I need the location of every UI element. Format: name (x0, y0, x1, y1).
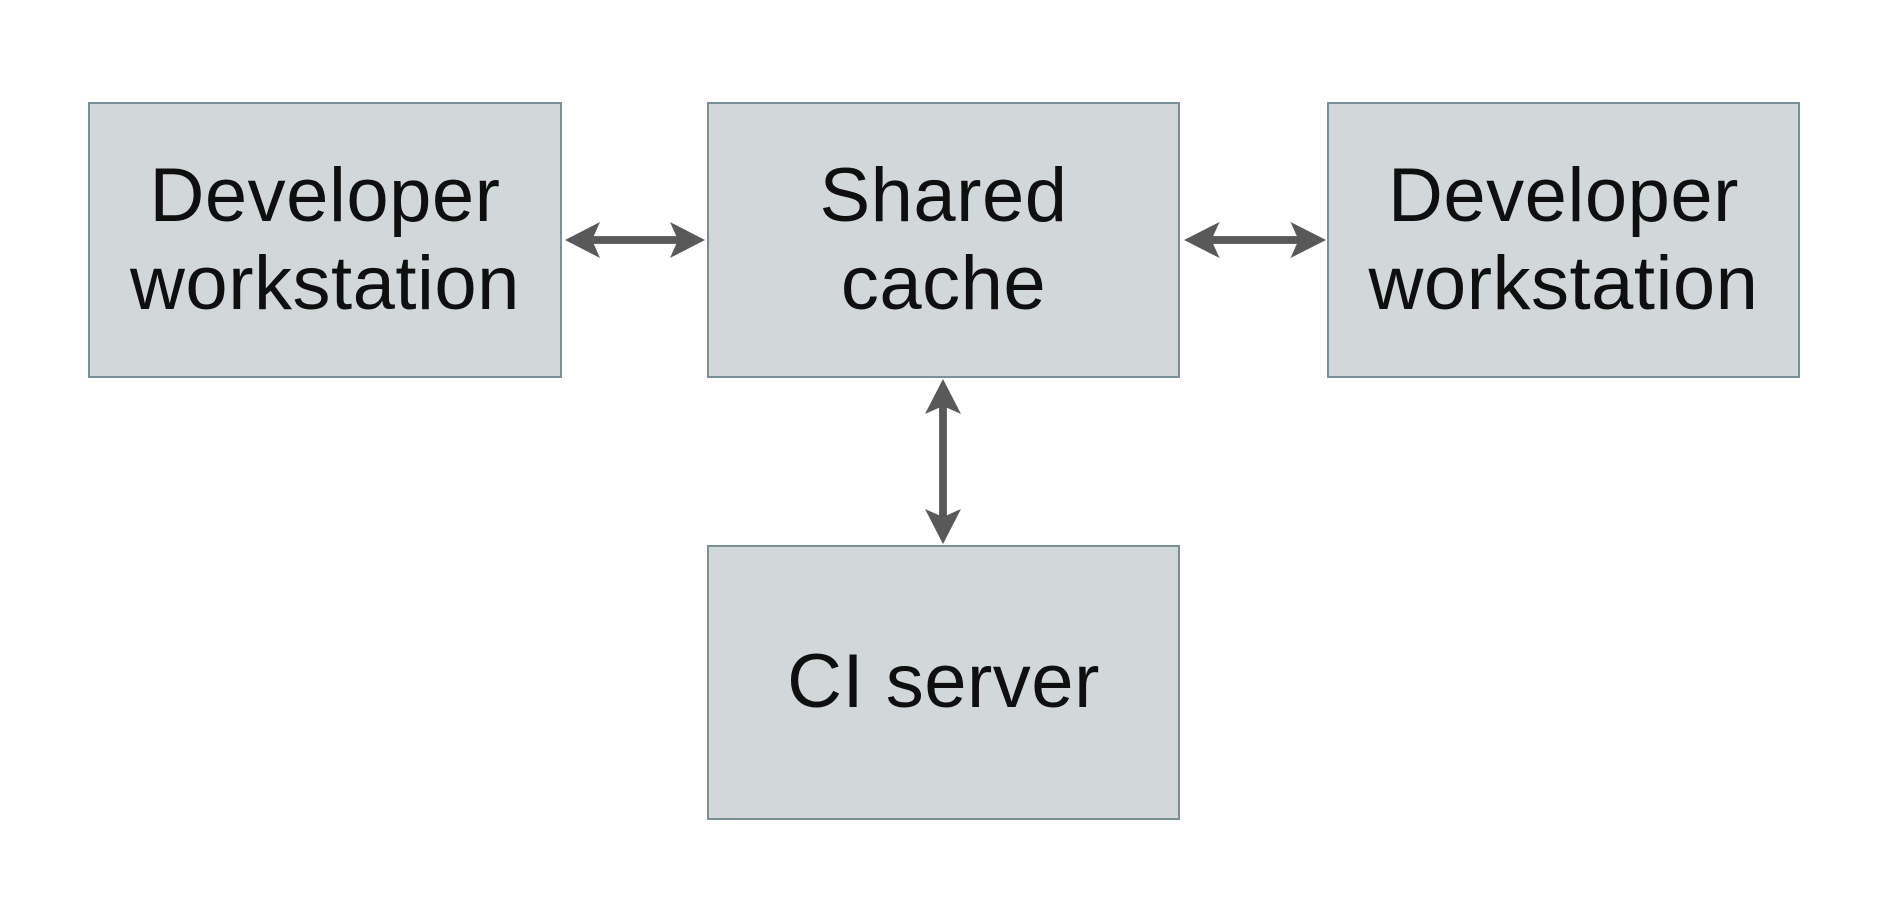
node-label: Shared cache (819, 152, 1068, 326)
bidirectional-arrow-cache-right-icon (1184, 222, 1326, 258)
node-label: Developer workstation (130, 152, 520, 326)
bidirectional-arrow-left-cache-icon (565, 222, 705, 258)
node-developer-workstation-left: Developer workstation (88, 102, 562, 378)
node-label: CI server (787, 639, 1100, 725)
node-ci-server: CI server (707, 545, 1180, 820)
node-shared-cache: Shared cache (707, 102, 1180, 378)
bidirectional-arrow-cache-ci-icon (925, 379, 961, 544)
node-developer-workstation-right: Developer workstation (1327, 102, 1800, 378)
node-label: Developer workstation (1368, 152, 1759, 326)
